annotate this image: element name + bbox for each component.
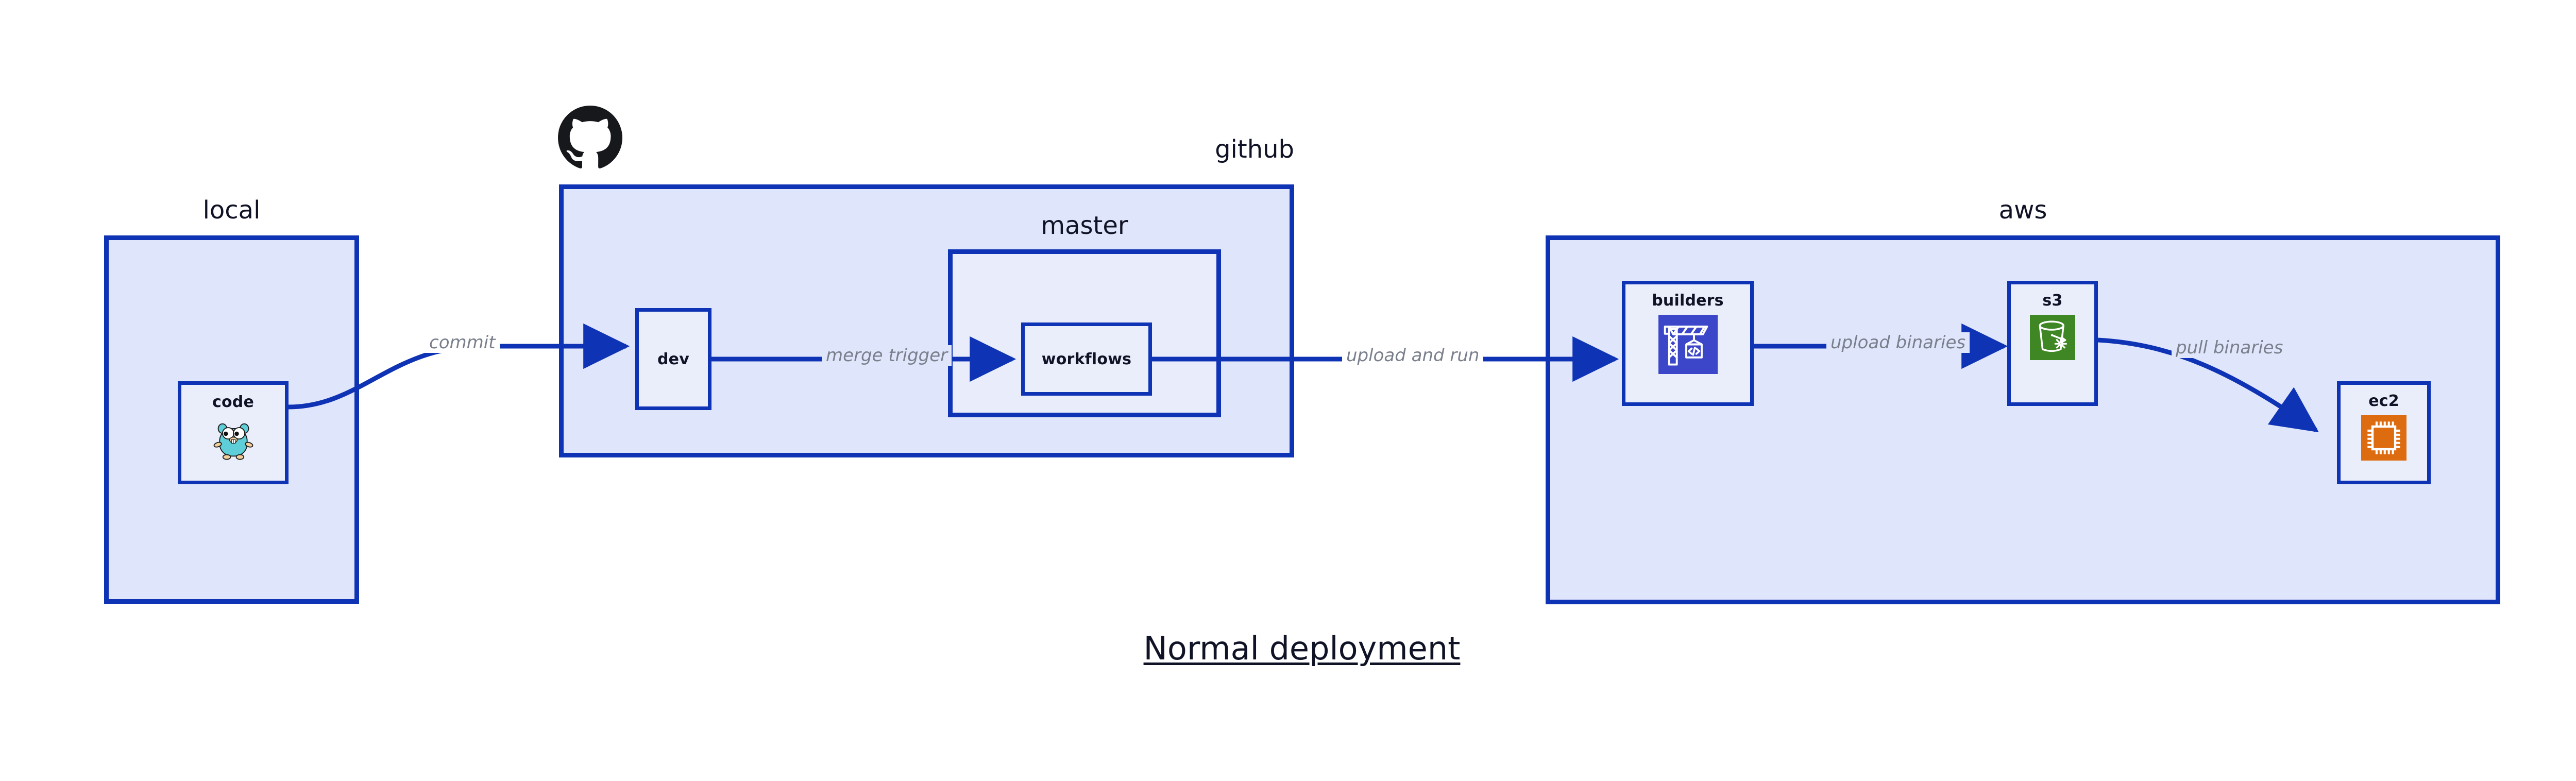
edge-label-pull-binaries: pull binaries <box>2172 337 2287 358</box>
node-label-ec2: ec2 <box>2368 392 2399 410</box>
page-title: Normal deployment <box>0 630 2576 667</box>
group-label-aws: aws <box>1998 196 2047 225</box>
node-ec2[interactable]: ec2 <box>2337 381 2431 484</box>
node-dev[interactable]: dev <box>635 308 711 410</box>
group-label-local: local <box>202 196 261 225</box>
aws-s3-bucket-icon <box>2030 315 2075 362</box>
node-label-workflows: workflows <box>1041 350 1132 368</box>
group-label-master: master <box>1041 211 1128 240</box>
edge-s3-to-ec2 <box>2097 337 2319 433</box>
edge-code-to-dev <box>288 323 630 410</box>
node-builders[interactable]: builders <box>1622 281 1754 406</box>
edge-label-merge-trigger: merge trigger <box>822 345 952 366</box>
node-code[interactable]: code <box>178 381 289 484</box>
aws-ec2-chip-icon <box>2361 415 2406 463</box>
edge-label-commit: commit <box>425 332 500 353</box>
edge-label-upload-and-run: upload and run <box>1342 345 1484 366</box>
node-s3[interactable]: s3 <box>2007 281 2098 406</box>
node-label-dev: dev <box>657 350 689 368</box>
go-gopher-icon <box>210 416 257 466</box>
node-label-s3: s3 <box>2042 292 2063 310</box>
node-workflows[interactable]: workflows <box>1021 322 1152 396</box>
group-label-github: github <box>1215 135 1294 164</box>
node-label-builders: builders <box>1652 292 1724 310</box>
github-octocat-icon <box>558 106 622 170</box>
edge-label-upload-binaries: upload binaries <box>1826 332 1970 353</box>
aws-codebuild-crane-icon <box>1658 315 1718 376</box>
node-label-code: code <box>212 393 254 411</box>
page-title-text: Normal deployment <box>1143 630 1461 667</box>
